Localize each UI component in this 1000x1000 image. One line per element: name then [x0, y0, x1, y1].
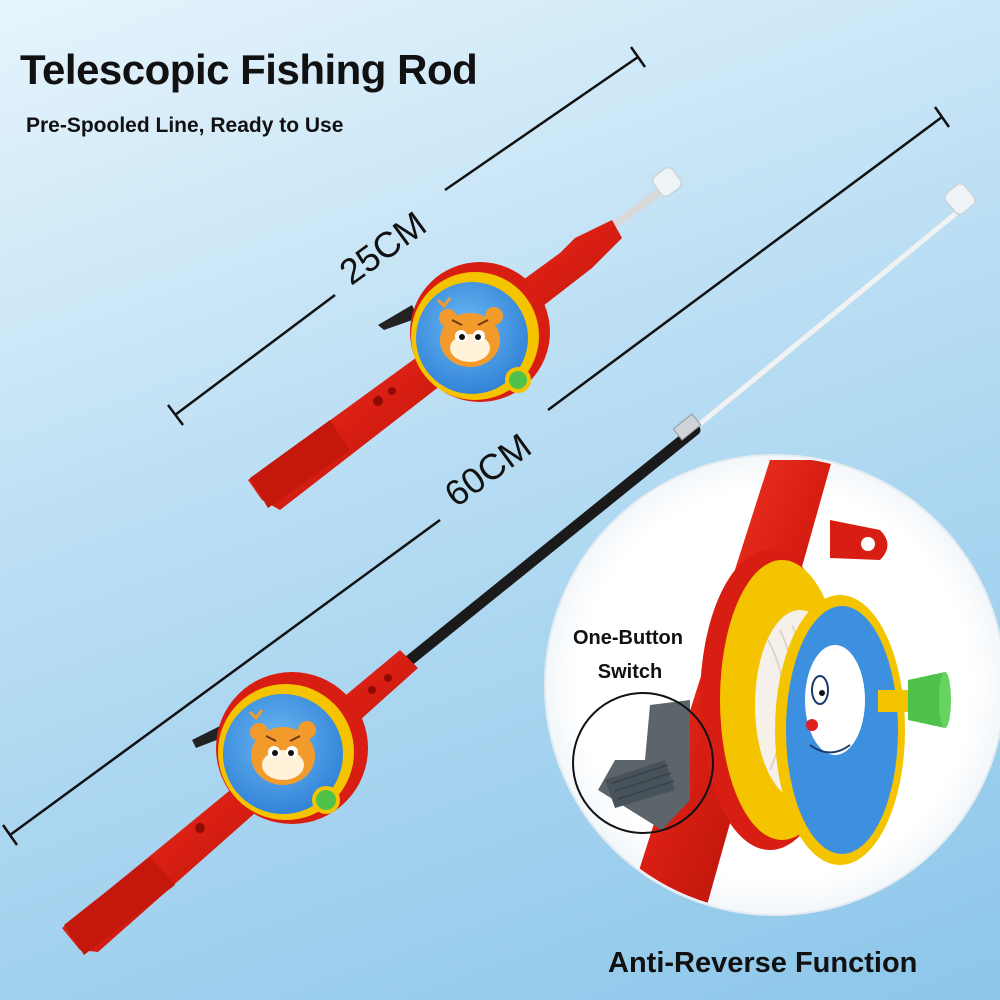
switch-label-line1: One-Button	[573, 627, 683, 649]
cartoon-character-icon	[805, 645, 865, 755]
dimension-25cm-label: 25CM	[332, 203, 434, 293]
switch-callout-circle	[572, 692, 714, 834]
dimension-60cm-label: 60CM	[437, 425, 539, 515]
switch-label-line2: Switch	[598, 661, 662, 683]
detail-caption: Anti-Reverse Function	[608, 947, 918, 979]
long-fishing-rod	[62, 183, 976, 955]
anti-reverse-detail: One-Button Switch	[544, 454, 1000, 916]
page-subtitle: Pre-Spooled Line, Ready to Use	[26, 114, 344, 137]
short-fishing-rod	[248, 166, 683, 510]
tiger-cartoon-icon	[436, 297, 503, 367]
page-title: Telescopic Fishing Rod	[20, 46, 478, 93]
tiger-cartoon-icon	[248, 709, 316, 785]
